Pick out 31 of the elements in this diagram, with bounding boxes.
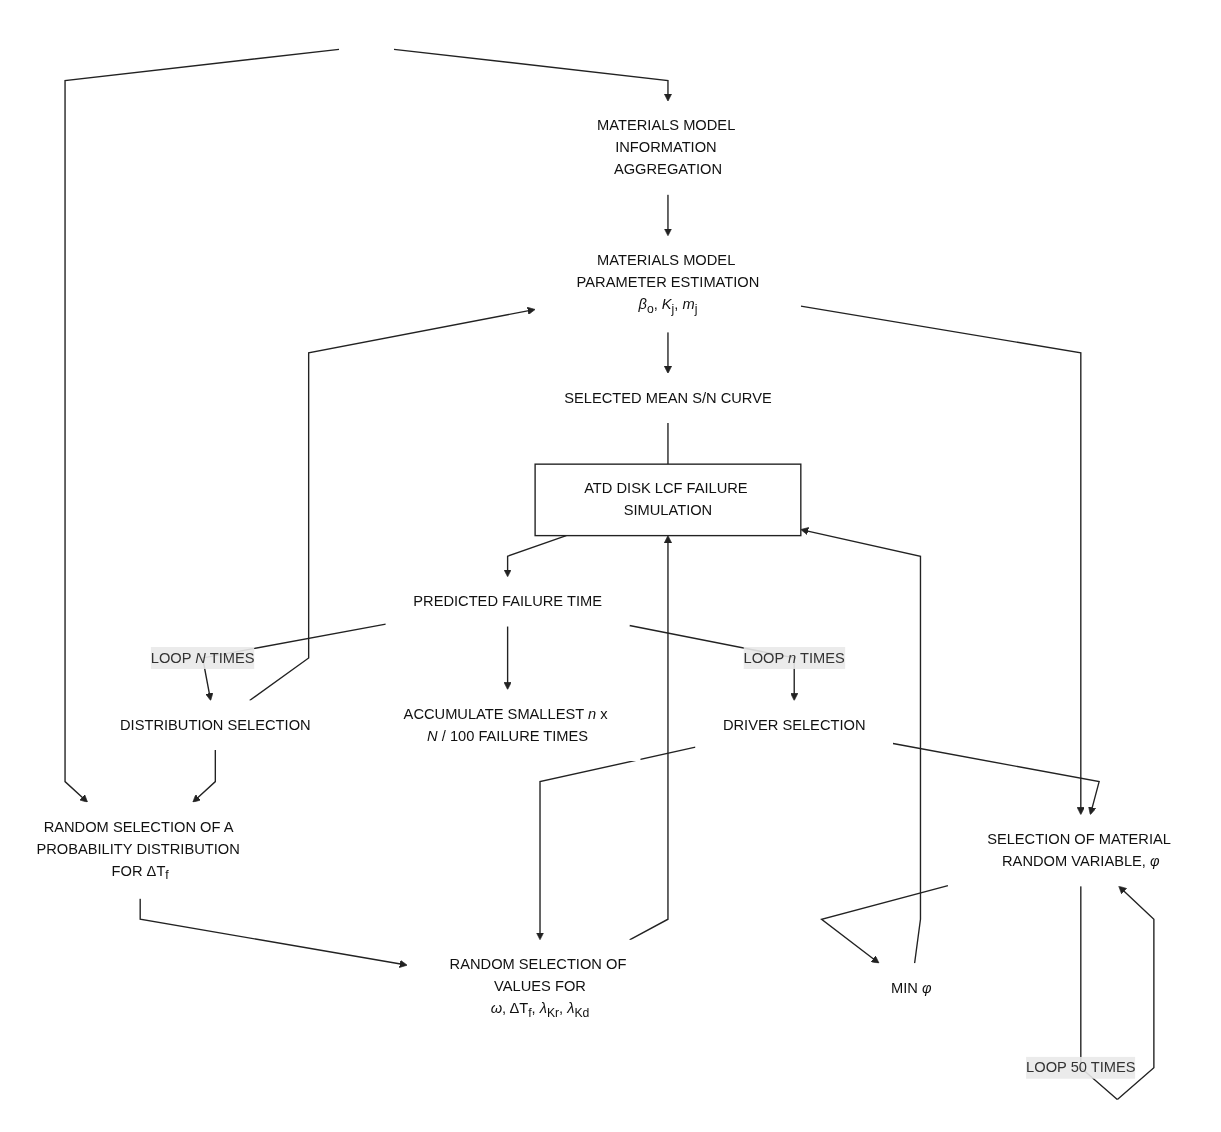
node-text: DRIVER SELECTION [722,717,866,733]
node-text: DISTRIBUTION SELECTION [120,717,311,733]
edge-label: LOOP n TIMES [743,649,845,666]
arrow [503,625,512,690]
node-text: MATERIALS MODEL INFORMATION AGGREGATION [597,117,735,178]
arrow [393,48,672,102]
node-text: MATERIALS MODEL PARAMETER ESTIMATION β$_{o}$, K$_{j}$, m$_{j}$ [576,252,760,316]
arrow [628,535,672,941]
arrow [139,897,408,968]
node-text: SELECTION OF MATERIAL RANDOM VARIABLE, φ [987,831,1171,869]
node-text: PREDICTED FAILURE TIME [413,593,602,609]
arrow [663,193,672,237]
arrow [663,331,672,374]
arrow [248,306,536,702]
arrow [820,885,949,964]
arrow [800,527,922,964]
connector [667,422,669,465]
arrow [64,48,340,803]
arrow [536,746,697,941]
node-text: RANDOM SELECTION OF VALUES FOR ω, ΔT$_{f}$, λ$_{Kr}$, λ$_{Kd}$ [449,956,627,1020]
arrow [192,749,216,803]
node-box: ATD DISK LCF FAILURE SIMULATION [534,463,802,537]
arrow [503,534,567,578]
node-text: ACCUMULATE SMALLEST n x N / 100 FAILURE TIMES [403,706,608,744]
edge-label: LOOP N TIMES [150,649,255,666]
node-text: SELECTED MEAN S/N CURVE [564,389,772,406]
node-text: RANDOM SELECTION OF A PROBABILITY DISTRIBUTION FOR ΔT$_{f}$ [36,818,240,883]
arrow [800,305,1085,816]
arrow [892,742,1100,816]
node-text: MIN φ [891,979,932,996]
edge-label: LOOP 50 TIMES [1026,1059,1136,1076]
